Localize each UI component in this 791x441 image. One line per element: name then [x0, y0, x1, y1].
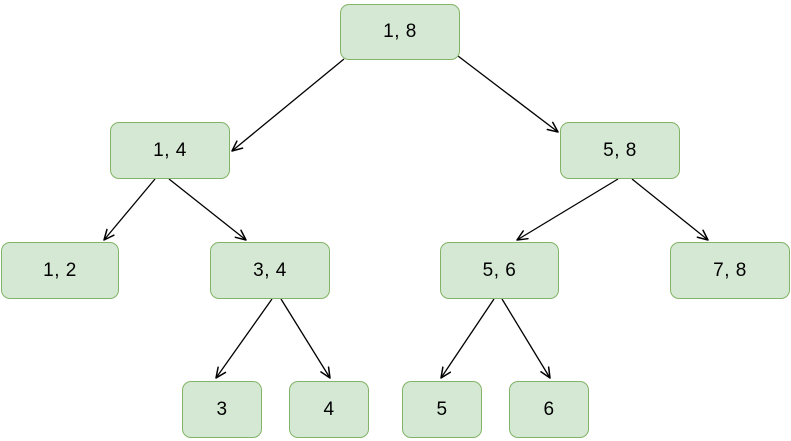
- node-label: 5, 8: [603, 139, 637, 161]
- node-label: 3, 4: [253, 259, 287, 281]
- edge-n56-n6: [501, 298, 551, 379]
- node-label: 5: [436, 398, 448, 420]
- edge-n14-n12: [103, 178, 156, 241]
- node-label: 3: [216, 398, 228, 420]
- node-label: 7, 8: [713, 259, 747, 281]
- edge-n18-n58: [457, 55, 559, 133]
- tree-node-n12: 1, 2: [1, 242, 119, 299]
- node-label: 1, 8: [383, 21, 417, 42]
- edge-n14-n34: [168, 178, 247, 241]
- tree-node-n58: 5, 8: [560, 122, 680, 179]
- node-label: 1, 2: [43, 259, 77, 281]
- tree-node-n18: 1, 8: [340, 4, 460, 60]
- tree-node-n78: 7, 8: [670, 242, 790, 299]
- edge-n58-n56: [516, 178, 619, 241]
- node-label: 1, 4: [153, 139, 187, 161]
- tree-node-n5: 5: [402, 381, 482, 438]
- edge-n18-n14: [231, 58, 345, 152]
- edge-n56-n5: [440, 298, 495, 379]
- node-label: 5, 6: [482, 259, 517, 281]
- edge-n58-n78: [631, 178, 709, 241]
- node-label: 4: [323, 398, 335, 420]
- tree-node-n6: 6: [509, 381, 589, 438]
- edge-n34-n3: [215, 298, 273, 379]
- tree-node-n4: 4: [289, 381, 369, 438]
- tree-node-n3: 3: [182, 381, 262, 438]
- tree-node-n56: 5, 6: [440, 242, 559, 299]
- tree-node-n14: 1, 4: [110, 122, 230, 179]
- tree-node-n34: 3, 4: [210, 242, 330, 299]
- node-label: 6: [543, 398, 555, 420]
- edge-n34-n4: [280, 298, 331, 379]
